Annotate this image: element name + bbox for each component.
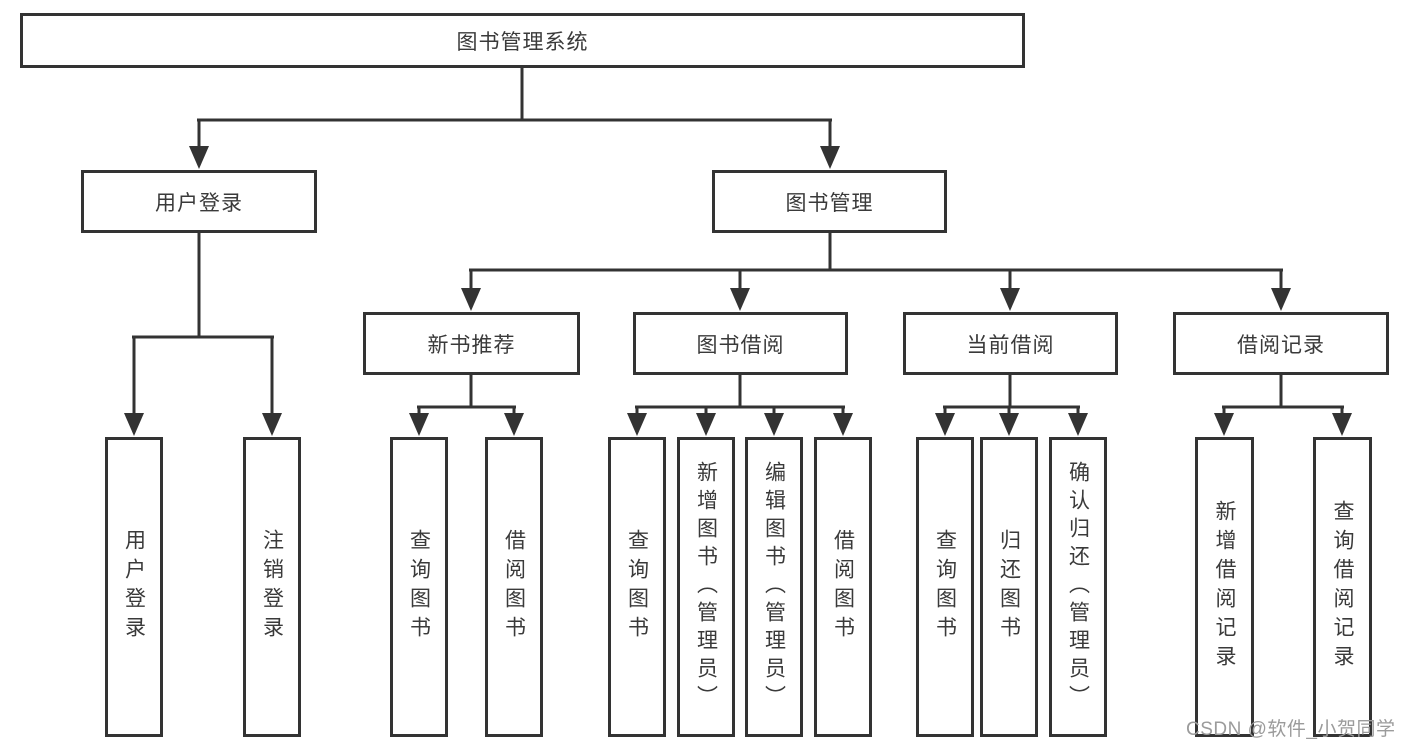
leaf-newbooks-borrow-books-label: 借阅图书 (502, 529, 526, 645)
node-book-borrow: 图书借阅 (633, 312, 848, 375)
leaf-borrow-books: 借阅图书 (814, 437, 872, 737)
node-book-management: 图书管理 (712, 170, 947, 233)
leaf-add-books-admin: 新增图书（管理员） (677, 437, 735, 737)
node-user-login: 用户登录 (81, 170, 317, 233)
connector-user-login-to-leaves (124, 233, 282, 436)
leaf-add-borrow-record-label: 新增借阅记录 (1213, 500, 1236, 674)
leaf-user-login: 用户登录 (105, 437, 163, 737)
leaf-newbooks-query-books: 查询图书 (390, 437, 448, 737)
node-borrow-records-label: 借阅记录 (1237, 333, 1325, 357)
connector-root-to-level2 (189, 68, 840, 169)
node-new-book-recommend-label: 新书推荐 (427, 333, 516, 357)
leaf-query-borrow-record: 查询借阅记录 (1313, 437, 1372, 737)
leaf-add-books-admin-label: 新增图书（管理员） (694, 461, 718, 713)
connector-borrow-records-to-leaves (1214, 375, 1352, 436)
leaf-current-query-books: 查询图书 (916, 437, 974, 737)
node-user-login-label: 用户登录 (155, 191, 243, 215)
node-book-borrow-label: 图书借阅 (696, 333, 785, 357)
node-current-borrow: 当前借阅 (903, 312, 1118, 375)
leaf-current-query-books-label: 查询图书 (933, 529, 957, 645)
leaf-edit-books-admin: 编辑图书（管理员） (745, 437, 803, 737)
csdn-watermark: CSDN @软件_小贺同学 (1186, 719, 1396, 740)
leaf-borrow-books-label: 借阅图书 (831, 529, 855, 645)
leaf-logout: 注销登录 (243, 437, 301, 737)
leaf-borrow-query-books-label: 查询图书 (625, 529, 649, 645)
leaf-add-borrow-record: 新增借阅记录 (1195, 437, 1254, 737)
leaf-return-books: 归还图书 (980, 437, 1038, 737)
leaf-user-login-label: 用户登录 (122, 529, 146, 645)
node-borrow-records: 借阅记录 (1173, 312, 1389, 375)
node-current-borrow-label: 当前借阅 (966, 333, 1055, 357)
leaf-confirm-return-admin: 确认归还（管理员） (1049, 437, 1107, 737)
connector-current-borrow-to-leaves (935, 375, 1088, 436)
node-library-system-label: 图书管理系统 (456, 30, 589, 54)
leaf-return-books-label: 归还图书 (997, 529, 1021, 645)
leaf-logout-label: 注销登录 (260, 529, 284, 645)
leaf-newbooks-query-books-label: 查询图书 (407, 529, 431, 645)
node-book-management-label: 图书管理 (785, 191, 874, 215)
connector-book-borrow-to-leaves (627, 375, 853, 436)
node-new-book-recommend: 新书推荐 (363, 312, 580, 375)
connector-new-books-to-leaves (409, 375, 524, 436)
leaf-confirm-return-admin-label: 确认归还（管理员） (1066, 461, 1090, 713)
connector-book-management-to-level3 (461, 233, 1291, 311)
leaf-borrow-query-books: 查询图书 (608, 437, 666, 737)
node-library-system: 图书管理系统 (20, 13, 1025, 68)
leaf-query-borrow-record-label: 查询借阅记录 (1331, 500, 1354, 674)
leaf-newbooks-borrow-books: 借阅图书 (485, 437, 543, 737)
leaf-edit-books-admin-label: 编辑图书（管理员） (762, 461, 786, 713)
